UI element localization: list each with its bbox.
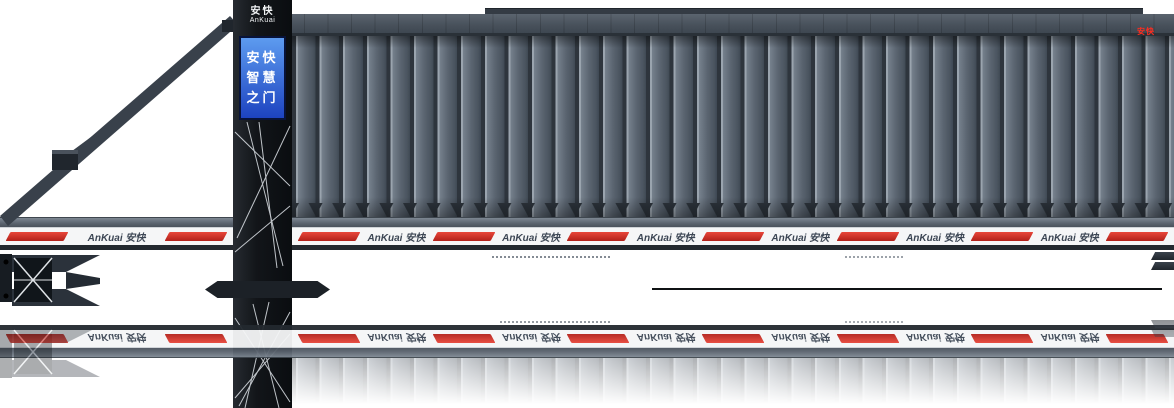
main-top-beam [233,14,1174,36]
rail-brand-logo: AnKuai 安快 [367,233,426,244]
reflective-stripe [164,334,228,343]
reflection-left-end [0,326,100,378]
reflective-stripe [297,334,361,343]
ground-line [652,288,1162,290]
rail-right-section: AnKuai 安快 AnKuai 安快 AnKuai 安快 AnKuai 安快 … [292,228,1174,245]
rail-brand-logo: AnKuai 安快 [771,233,830,244]
reflection-rail: AnKuai 安快 AnKuai 安快 AnKuai 安快 AnKuai 安快 … [0,325,1174,358]
arm-sensor-box [52,150,78,170]
rail-top-flange [0,217,1174,227]
bottom-rail: AnKuai 安快 AnKuai 安快 AnKuai 安快 AnKuai 安快 … [0,217,1174,250]
reflection-rail-white-band: AnKuai 安快 AnKuai 安快 AnKuai 安快 AnKuai 安快 … [0,330,1174,348]
pole-logo-en: AnKuai [249,17,276,24]
reflective-stripe [432,232,496,241]
rail-brand-logo: AnKuai 安快 [87,233,146,244]
rail-brand-logo: AnKuai 安快 [636,331,695,342]
right-end-cap [1151,252,1174,260]
reflective-stripe [701,232,765,241]
reflective-stripe [970,232,1034,241]
slat-bottom-teeth [292,203,1174,217]
rail-brand-logo: AnKuai 安快 [367,331,426,342]
pole-brand-logo: 安快 AnKuai [233,6,292,25]
rail-left-section: AnKuai 安快 [0,228,233,245]
reflection-rail-flange [0,348,1174,358]
rail-brand-logo: AnKuai 安快 [906,233,964,244]
arm-sensor-box-top [52,150,78,154]
reflective-stripe [701,334,765,343]
rail-brand-logo: AnKuai 安快 [1040,331,1099,342]
rail-brand-logo: AnKuai 安快 [771,331,830,342]
pole-led-screen: 安快 智慧 之门 [239,36,286,120]
left-end-assembly [0,254,100,306]
pole-logo-cn: 安快 [250,6,275,17]
screen-line: 智慧 [246,69,279,85]
pole-carriage-bracket [205,281,330,298]
reflective-stripe [836,334,900,343]
reflection-slats [292,358,1174,408]
reflective-stripe [297,232,361,241]
folding-arm [0,16,238,226]
right-end-cap [1151,262,1174,270]
reflective-stripe [836,232,900,241]
rail-brand-logo: AnKuai 安快 [502,331,560,342]
rail-brand-logo: AnKuai 安快 [1040,233,1099,244]
reflection-rail-edge [0,325,1174,330]
dotted-marks [492,256,610,258]
top-right-red-badge: 安快 [1137,27,1155,36]
dotted-marks [845,321,903,323]
upper-top-beam [485,8,1143,15]
rail-bottom-edge [0,245,1174,250]
arm-pivot [222,20,234,32]
reflection-rail-right-section: AnKuai 安快 AnKuai 安快 AnKuai 安快 AnKuai 安快 … [292,330,1174,347]
pole-deco-lines [234,121,291,408]
slat-panel [292,36,1174,217]
reflective-stripe [970,334,1034,343]
screen-line: 之门 [246,90,279,106]
reflective-stripe [566,232,630,241]
screen-line: 安快 [246,49,279,65]
rail-white-band: AnKuai 安快 AnKuai 安快 AnKuai 安快 AnKuai 安快 … [0,227,1174,245]
dotted-marks [845,256,903,258]
dotted-marks [500,321,610,323]
reflective-stripe [1105,232,1169,241]
rail-brand-logo: AnKuai 安快 [502,233,560,244]
reflective-stripe [566,334,630,343]
rail-brand-logo: AnKuai 安快 [906,331,964,342]
reflective-stripe [432,334,496,343]
rail-brand-logo: AnKuai 安快 [636,233,695,244]
